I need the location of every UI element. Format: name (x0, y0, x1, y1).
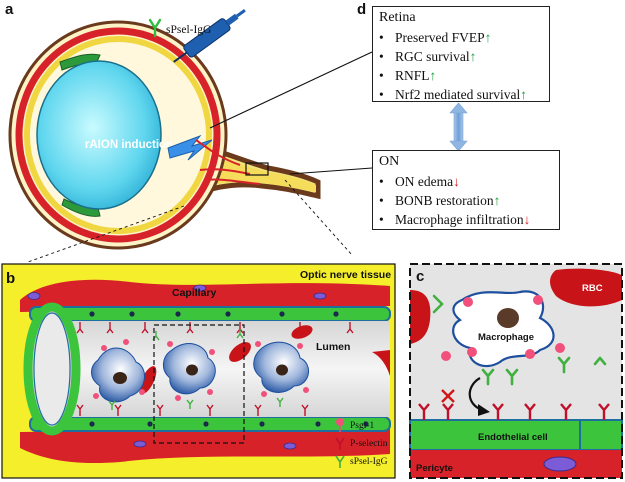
effect-text: BONB restoration (395, 193, 494, 208)
macrophage-c: Macrophage (452, 290, 555, 368)
zoom-box-c (153, 324, 245, 444)
panel-letter-b: b (6, 270, 15, 287)
retina-box-item: Preserved FVEP↑ (379, 28, 543, 47)
increase-arrow-icon: ↑ (484, 30, 492, 45)
capillary-label: Capillary (172, 287, 217, 299)
legend-item-p-selectin: P-selectin (335, 437, 388, 450)
effect-text: Preserved FVEP (395, 30, 485, 45)
pericyte-layer (410, 450, 622, 478)
macrophage-b3 (253, 341, 309, 393)
psgl1-ligands-c (441, 295, 565, 361)
disc-vessels (195, 139, 261, 185)
macrophage-label: Macrophage (478, 332, 534, 343)
rbc-label: RBC (582, 283, 603, 294)
increase-arrow-icon: ↑ (429, 68, 437, 83)
retina-effects-box: Retina Preserved FVEP↑RGC survival↑RNFL↑… (372, 6, 550, 102)
panel-letter-a: a (5, 1, 14, 18)
zoom-line-left (27, 205, 185, 263)
effect-text: ON edema (395, 174, 454, 189)
leader-retina (209, 51, 373, 129)
spsel-igg-c (432, 294, 607, 386)
retina-box-item: RNFL↑ (379, 66, 543, 85)
on-effects-box: ON ON edema↓BONB restoration↑Macrophage … (372, 150, 560, 230)
induction-label: rAION induction (85, 139, 173, 151)
lumen-label: Lumen (316, 341, 350, 353)
on-effects-list: ON edema↓BONB restoration↑Macrophage inf… (379, 172, 553, 229)
p-selectin-bottom (76, 404, 309, 416)
blocked-binding-icon (441, 377, 490, 416)
rbc-c (550, 268, 622, 307)
capillary-wall-bottom (20, 428, 390, 464)
increase-arrow-icon: ↑ (520, 87, 527, 102)
endothelium-bottom (29, 416, 391, 432)
svg-text:P-selectin: P-selectin (350, 439, 388, 449)
psgl1-ligands (93, 339, 309, 401)
endothelial-label: Endothelial cell (478, 432, 548, 443)
legend-item-psgl1: Psgl-1 (336, 418, 375, 432)
on-box-item: Macrophage infiltration↓ (379, 210, 553, 229)
retina-box-item: Nrf2 mediated survival↑ (379, 85, 543, 104)
leader-on (289, 167, 373, 175)
retina-on-connector (449, 102, 468, 152)
panel-c-zoom: RBC Macrophage Endothelial cell (409, 263, 623, 479)
endothelium-c (409, 419, 623, 451)
red-blood-cells (139, 325, 390, 394)
eye-choroid (15, 27, 221, 243)
panel-letter-d: d (357, 1, 366, 18)
effect-text: RNFL (395, 68, 430, 83)
antibody-icon (148, 18, 162, 38)
on-box-item: BONB restoration↑ (379, 191, 553, 210)
laser-bolt-icon (167, 134, 213, 161)
pericytes (27, 284, 327, 450)
retina-box-item: RGC survival↑ (379, 47, 543, 66)
syringe-icon (173, 9, 246, 63)
svg-text:sPsel-IgG: sPsel-IgG (350, 457, 388, 467)
rbc-left-edge (410, 290, 431, 344)
lens (36, 60, 162, 210)
legend: Psgl-1 P-selectin sPsel-IgG (335, 418, 388, 468)
capillary-wall-top (20, 279, 390, 312)
on-box-title: ON (379, 154, 400, 169)
effect-text: Nrf2 mediated survival (395, 87, 521, 102)
decrease-arrow-icon: ↓ (453, 174, 460, 189)
legend-item-spsel-igg: sPsel-IgG (335, 455, 388, 468)
panel-b-optic-nerve-section: Optic nerve tissue Capillary Lumen Psgl-… (1, 263, 396, 479)
effect-text: Macrophage infiltration (395, 212, 524, 227)
increase-arrow-icon: ↑ (469, 49, 477, 64)
on-box-item: ON edema↓ (379, 172, 553, 191)
endothelial-nuclei (89, 311, 369, 427)
retina-effects-list: Preserved FVEP↑RGC survival↑RNFL↑Nrf2 me… (379, 28, 543, 104)
increase-arrow-icon: ↑ (493, 193, 501, 208)
panel-letter-c: c (416, 268, 424, 285)
nerve-zoom-box (245, 162, 269, 176)
pericyte-label: Pericyte (416, 463, 453, 474)
injection-label: sPsel-IgG (166, 24, 211, 36)
zoom-line-right (284, 179, 353, 256)
p-selectin-c (418, 403, 610, 420)
retina-box-title: Retina (379, 10, 416, 25)
panel-a-eye: rAION induction sPsel-IgG (8, 9, 373, 263)
pericyte-cell (543, 456, 577, 472)
macrophage-b1 (91, 347, 145, 403)
tissue-label: Optic nerve tissue (300, 269, 391, 281)
macrophage-b2 (163, 343, 216, 395)
decrease-arrow-icon: ↓ (523, 212, 531, 227)
svg-text:Psgl-1: Psgl-1 (350, 421, 375, 431)
effect-text: RGC survival (395, 49, 470, 64)
p-selectin-top (76, 322, 354, 334)
